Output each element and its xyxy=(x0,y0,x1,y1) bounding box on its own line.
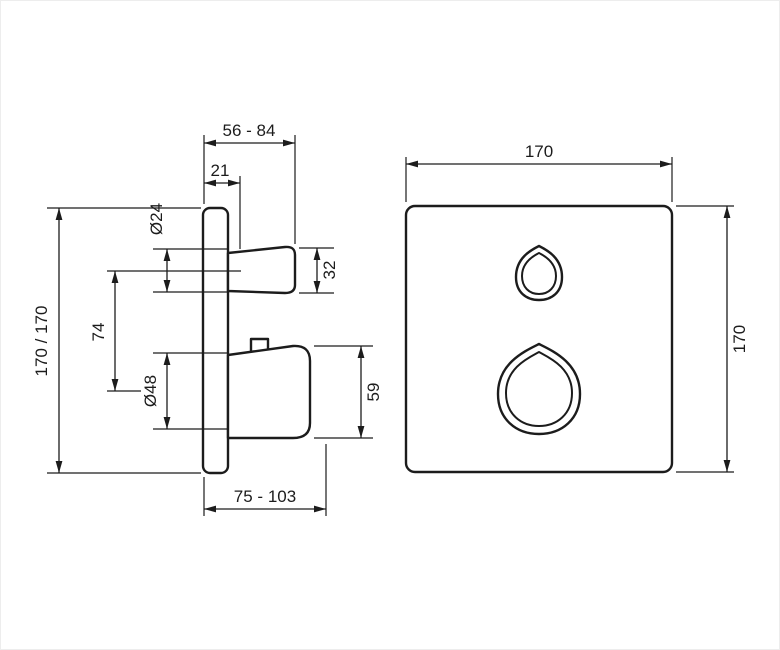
dim-depth-bottom: 75 - 103 xyxy=(203,444,327,516)
side-view: 56 - 84 21 Ø24 74 xyxy=(32,121,383,516)
front-view: 170 170 xyxy=(404,142,749,474)
dim-bottom-handle-diameter: Ø48 xyxy=(141,352,227,430)
dim-top-handle-height: 32 xyxy=(299,247,339,294)
face-plate xyxy=(404,204,674,474)
dim-label-top-handle-height: 32 xyxy=(320,261,339,280)
dim-plate-width: 170 xyxy=(405,142,673,202)
top-knob-inner-ring xyxy=(521,252,557,295)
dim-label-overall-height: 170 / 170 xyxy=(32,306,51,377)
dim-label-bottom-handle-diameter: Ø48 xyxy=(141,375,160,407)
dim-label-plate-height: 170 xyxy=(730,325,749,353)
dim-handle-spacing: 74 xyxy=(89,270,241,392)
dim-plate-offset: 21 xyxy=(204,161,241,249)
dim-bottom-handle-height: 59 xyxy=(314,345,383,439)
dim-label-handle-spacing: 74 xyxy=(89,323,108,342)
dim-label-plate-width: 170 xyxy=(525,142,553,161)
dim-plate-height: 170 xyxy=(676,205,749,473)
dim-label-top-handle-diameter: Ø24 xyxy=(147,203,166,235)
wall-plate-profile xyxy=(201,206,230,475)
dim-label-plate-offset: 21 xyxy=(211,161,230,180)
dim-label-depth-top: 56 - 84 xyxy=(223,121,276,140)
dim-depth-top: 56 - 84 xyxy=(203,121,296,244)
top-handle-profile xyxy=(226,245,297,295)
dim-overall-height: 170 / 170 xyxy=(32,207,201,474)
dim-label-bottom-handle-height: 59 xyxy=(364,383,383,402)
bottom-handle-profile xyxy=(226,344,312,440)
bottom-knob-inner-ring xyxy=(505,351,573,427)
dim-label-depth-bottom: 75 - 103 xyxy=(234,487,296,506)
top-knob xyxy=(514,244,564,302)
